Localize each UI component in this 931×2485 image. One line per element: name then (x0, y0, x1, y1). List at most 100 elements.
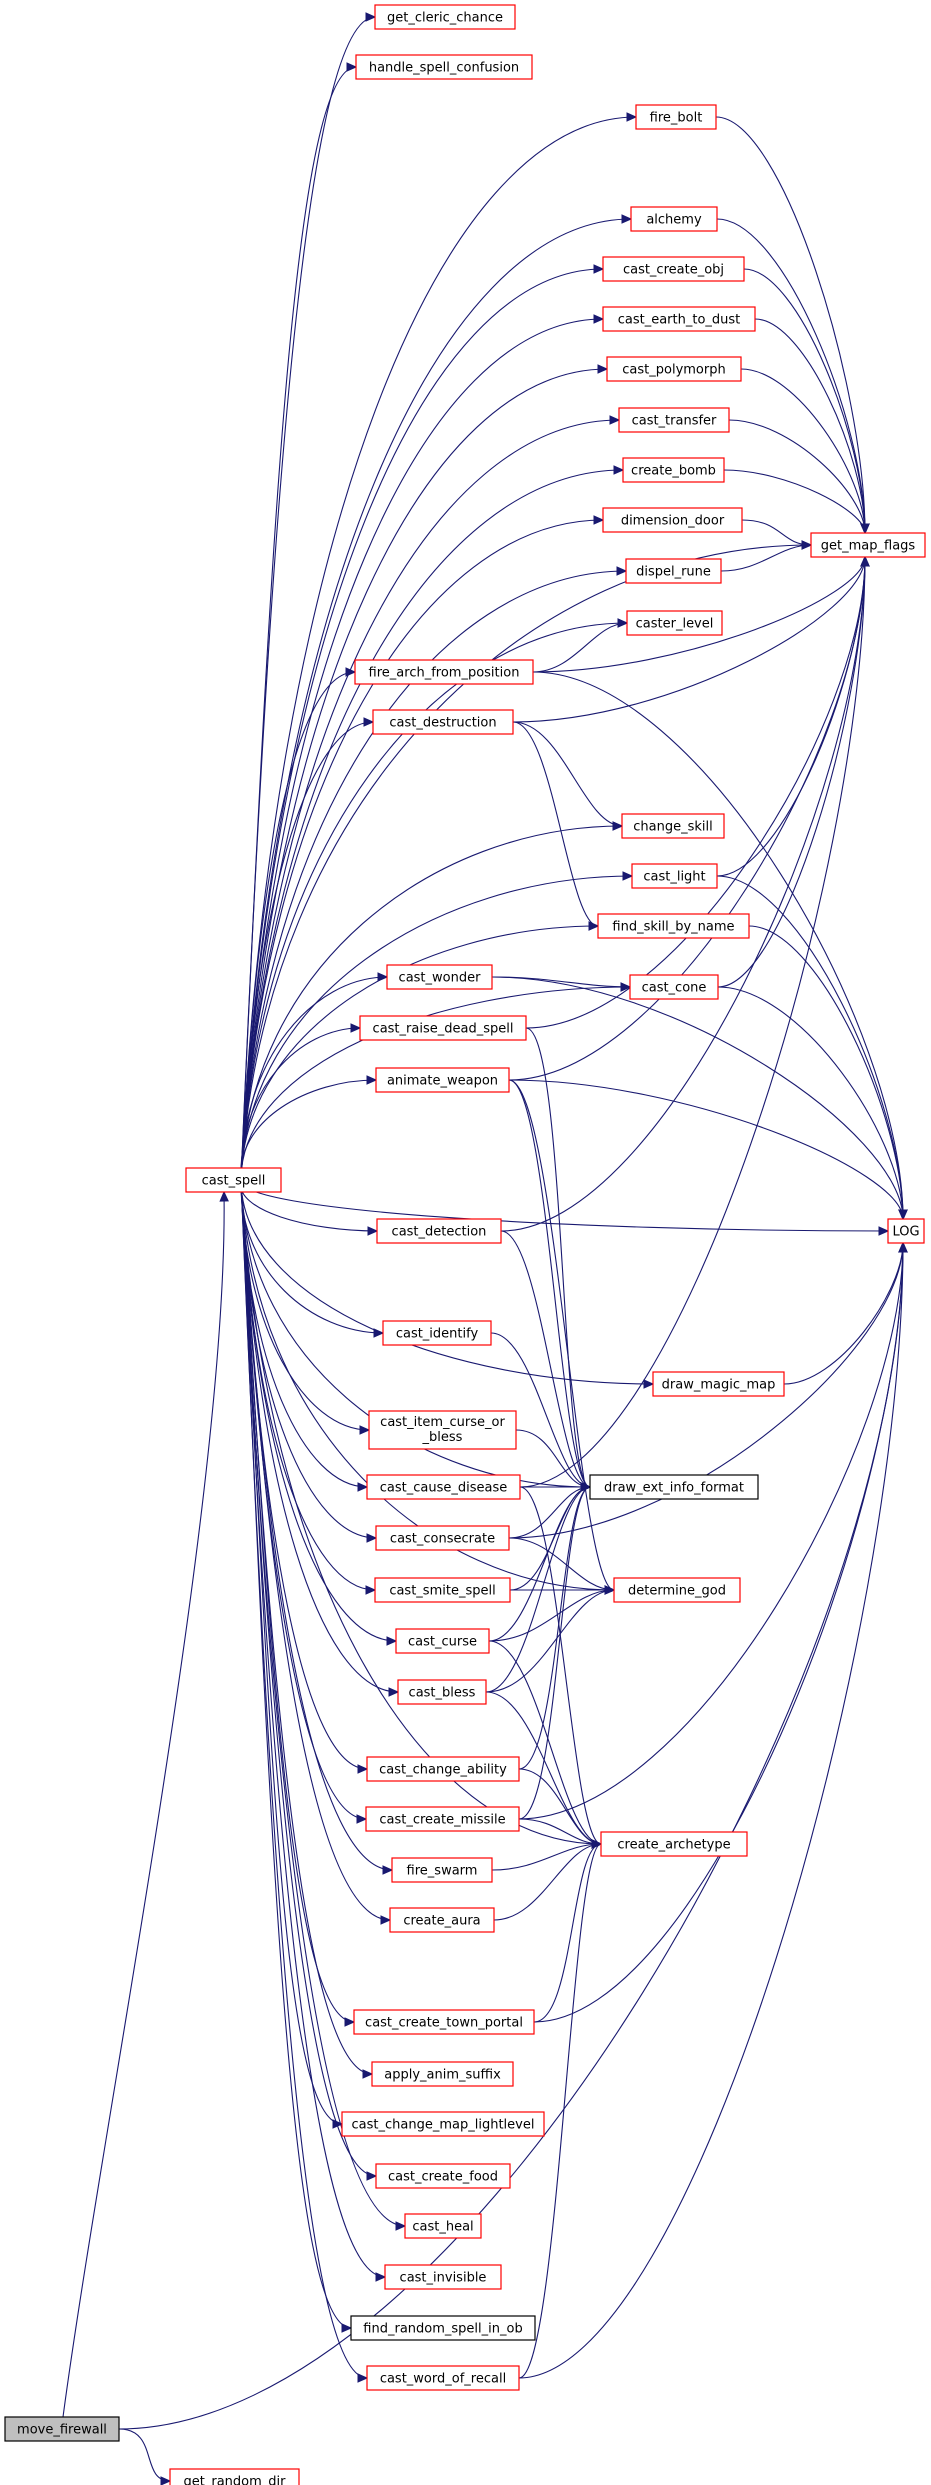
arrowhead-cast_spell-to-cast_bless (388, 1687, 400, 1697)
arrowhead-cast_spell-to-cast_change_ability (357, 1764, 369, 1774)
node-cast-wonder[interactable]: cast_wonder (386, 964, 493, 990)
node-label: draw_ext_info_format (604, 1481, 744, 1496)
arrowhead-move_firewall-to-get_random_dir (160, 2476, 172, 2485)
node-cast-cause-disease[interactable]: cast_cause_disease (366, 1474, 521, 1500)
edge-dimension_door-to-get_map_flags (741, 519, 812, 546)
node-cast-detection[interactable]: cast_detection (376, 1218, 502, 1244)
node-cast-create-food[interactable]: cast_create_food (375, 2163, 511, 2189)
node-animate-weapon[interactable]: animate_weapon (375, 1067, 510, 1093)
node-cast-cone[interactable]: cast_cone (629, 974, 719, 1000)
node-cast-word-of-recall[interactable]: cast_word_of_recall (366, 2365, 520, 2391)
arrowhead-cast_spell-to-apply_anim_suffix (362, 2069, 374, 2079)
arrowhead-cast_spell-to-cast_polymorph (597, 364, 609, 374)
node-cast-bless[interactable]: cast_bless (397, 1679, 487, 1705)
node-cast-create-obj[interactable]: cast_create_obj (602, 256, 745, 282)
node-draw-ext-info-format[interactable]: draw_ext_info_format (589, 1474, 759, 1500)
node-box (618, 407, 730, 433)
node-fire-bolt[interactable]: fire_bolt (635, 104, 717, 130)
node-draw-magic-map[interactable]: draw_magic_map (652, 1371, 785, 1397)
node-get-map-flags[interactable]: get_map_flags (810, 532, 926, 558)
node-cast-item-curse-or-bless[interactable]: cast_item_curse_or_bless (368, 1410, 517, 1450)
node-get-cleric-chance[interactable]: get_cleric_chance (374, 4, 516, 30)
node-cast-create-town-portal[interactable]: cast_create_town_portal (353, 2009, 535, 2035)
node-dispel-rune[interactable]: dispel_rune (625, 558, 722, 584)
node-cast-identify[interactable]: cast_identify (382, 1320, 492, 1346)
node-cast-raise-dead-spell[interactable]: cast_raise_dead_spell (359, 1015, 527, 1041)
edge-cast_curse-to-draw_ext_info_format (488, 1486, 591, 1642)
arrowhead-cast_spell-to-LOG (878, 1226, 890, 1236)
edge-cast_spell-to-fire_bolt (240, 116, 637, 1181)
node-determine-god[interactable]: determine_god (613, 1577, 741, 1603)
node-dimension-door[interactable]: dimension_door (602, 507, 743, 533)
node-label: cast_identify (396, 1327, 479, 1342)
arrowhead-cast_spell-to-fire_arch_from_position (345, 667, 357, 677)
node-label: cast_cone (642, 981, 707, 996)
node-cast-change-map-lightlevel[interactable]: cast_change_map_lightlevel (341, 2111, 545, 2137)
node-cast-invisible[interactable]: cast_invisible (384, 2264, 502, 2290)
node-box (602, 256, 745, 282)
node-cast-transfer[interactable]: cast_transfer (618, 407, 730, 433)
node-LOG[interactable]: LOG (887, 1218, 925, 1244)
edge-cast_word_of_recall-to-create_archetype (518, 1843, 602, 2379)
node-label: cast_destruction (389, 716, 496, 731)
node-move-firewall[interactable]: move_firewall (4, 2416, 120, 2442)
node-create-archetype[interactable]: create_archetype (600, 1831, 748, 1857)
node-find-skill-by-name[interactable]: find_skill_by_name (597, 913, 750, 939)
node-handle-spell-confusion[interactable]: handle_spell_confusion (355, 54, 533, 80)
node-label: get_map_flags (821, 539, 916, 554)
node-change-skill[interactable]: change_skill (621, 813, 725, 839)
node-apply-anim-suffix[interactable]: apply_anim_suffix (371, 2061, 514, 2087)
node-label: cast_create_food (388, 2170, 498, 2185)
node-cast-spell[interactable]: cast_spell (185, 1167, 282, 1193)
edge-cast_spell-to-change_skill (240, 825, 623, 1181)
node-cast-consecrate[interactable]: cast_consecrate (375, 1525, 510, 1551)
node-label: fire_bolt (650, 111, 703, 126)
node-fire-swarm[interactable]: fire_swarm (391, 1857, 493, 1883)
arrowhead-cast_spell-to-dimension_door (593, 515, 605, 525)
node-alchemy[interactable]: alchemy (630, 206, 718, 232)
edge-cast_detection-to-get_map_flags (500, 556, 866, 1232)
node-get-random-dir[interactable]: get_random_dir (169, 2468, 300, 2485)
edge-cast_detection-to-draw_ext_info_format (500, 1230, 591, 1488)
edge-cast_spell-to-LOG (240, 1179, 889, 1232)
node-cast-curse[interactable]: cast_curse (395, 1628, 490, 1654)
node-cast-create-missile[interactable]: cast_create_missile (365, 1806, 520, 1832)
node-label: cast_spell (202, 1174, 266, 1189)
node-create-aura[interactable]: create_aura (389, 1907, 495, 1933)
arrowhead-cast_spell-to-cast_curse (386, 1636, 398, 1646)
edge-cast_curse-to-create_archetype (488, 1640, 602, 1845)
node-cast-destruction[interactable]: cast_destruction (372, 709, 514, 735)
node-cast-earth-to-dust[interactable]: cast_earth_to_dust (602, 306, 756, 332)
edge-animate_weapon-to-draw_ext_info_format (508, 1079, 591, 1488)
edge-cast_destruction-to-change_skill (512, 721, 623, 827)
node-create-bomb[interactable]: create_bomb (622, 457, 725, 483)
node-label: LOG (892, 1225, 919, 1240)
arrowhead-cast_spell-to-alchemy (621, 214, 633, 224)
edge-cast_create_missile-to-draw_ext_info_format (518, 1486, 591, 1820)
edge-move_firewall-to-get_random_dir (118, 2428, 171, 2482)
node-box (630, 206, 718, 232)
edge-cast_earth_to_dust-to-get_map_flags (754, 318, 866, 534)
node-cast-heal[interactable]: cast_heal (404, 2213, 482, 2239)
arrowhead-cast_spell-to-cast_smite_spell (365, 1585, 377, 1595)
node-cast-smite-spell[interactable]: cast_smite_spell (374, 1577, 511, 1603)
node-cast-polymorph[interactable]: cast_polymorph (606, 356, 742, 382)
arrowhead-cast_spell-to-get_cleric_chance (365, 12, 377, 22)
node-cast-change-ability[interactable]: cast_change_ability (366, 1756, 520, 1782)
edge-cast_spell-to-caster_level (240, 622, 628, 1181)
edge-fire_arch_from_position-to-caster_level (532, 622, 628, 673)
arrowhead-cast_bless-to-determine_god (604, 1585, 616, 1595)
edge-cast_spell-to-cast_heal (240, 1179, 406, 2227)
node-caster-level[interactable]: caster_level (626, 610, 723, 636)
node-label: cast_invisible (400, 2271, 487, 2286)
node-cast-light[interactable]: cast_light (631, 863, 718, 889)
node-fire-arch-from-position[interactable]: fire_arch_from_position (354, 659, 534, 685)
node-label: cast_detection (392, 1225, 487, 1240)
edge-cast_create_missile-to-LOG (518, 1242, 904, 1820)
edge-cast_bless-to-determine_god (485, 1589, 615, 1693)
node-label: cast_create_town_portal (365, 2016, 523, 2031)
arrowhead-cast_spell-to-cast_destruction (363, 717, 375, 727)
node-find-random-spell-in-ob[interactable]: find_random_spell_in_ob (350, 2315, 536, 2341)
arrowhead-cast_spell-to-create_bomb (613, 465, 625, 475)
node-box (810, 532, 926, 558)
